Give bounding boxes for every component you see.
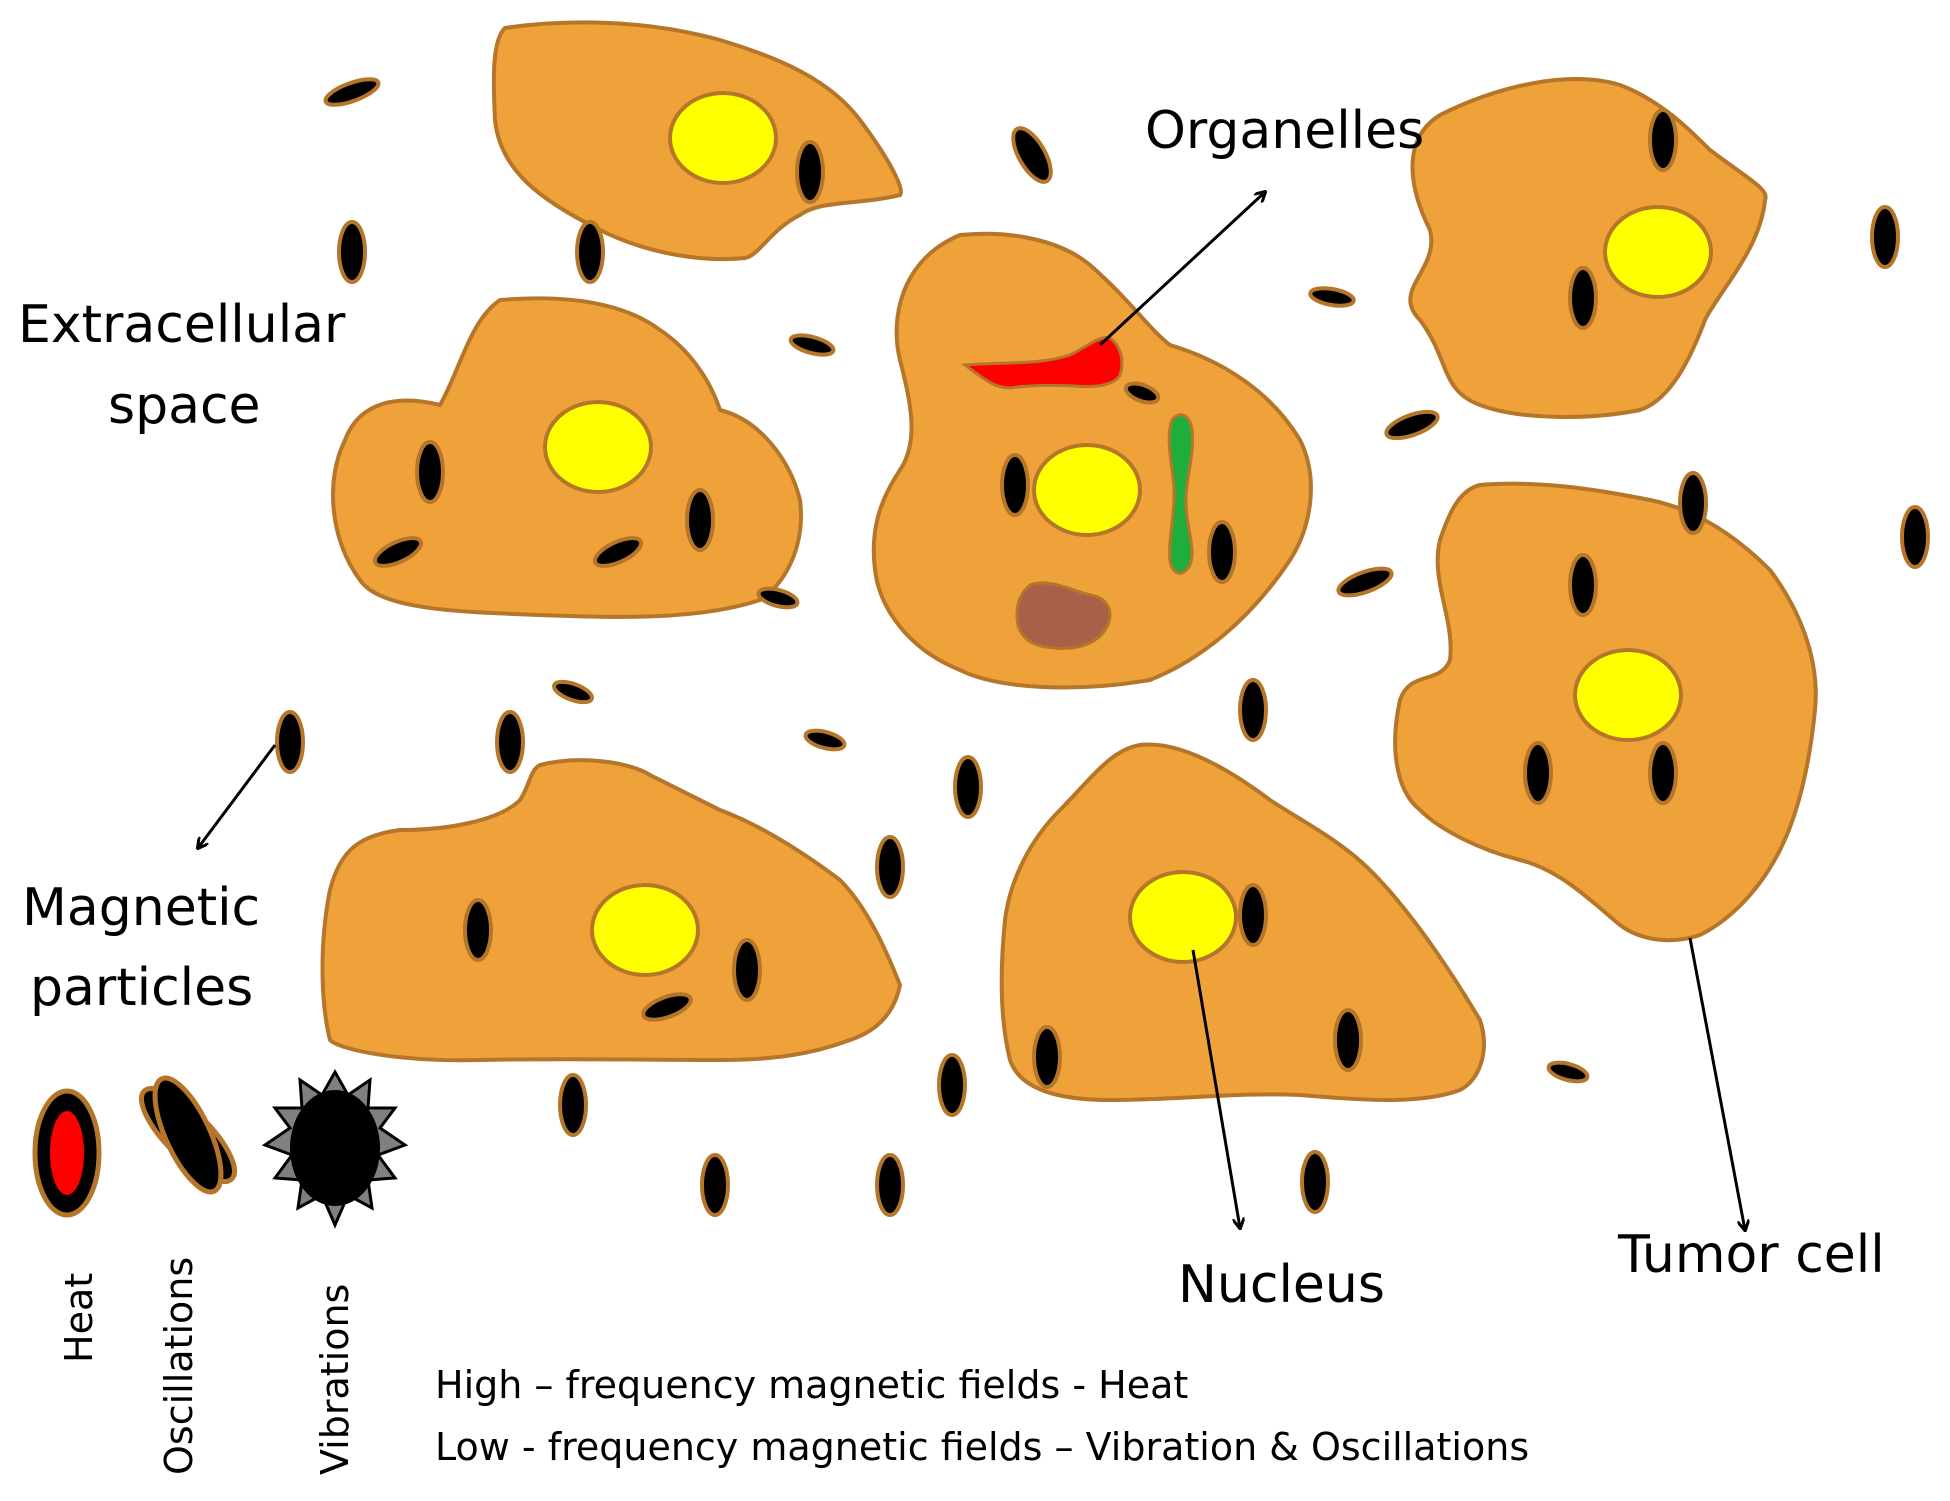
magnetic-particle	[685, 488, 715, 552]
magnetic-particle	[875, 835, 905, 899]
magnetic-particle	[1207, 520, 1237, 584]
magnetic-particle	[552, 679, 594, 705]
magnetic-particle	[275, 710, 305, 774]
note-low-frequency: Low - frequency magnetic fields – Vibrat…	[435, 1425, 1529, 1469]
magnetic-particle	[1336, 566, 1394, 598]
tumor-cell-arrow	[1688, 937, 1745, 1230]
nucleus	[668, 91, 778, 185]
magnetic-particle	[415, 440, 445, 504]
nuclei	[543, 91, 1713, 977]
magnetic-particle	[372, 536, 424, 568]
nucleus	[1603, 205, 1713, 299]
organelle-brown	[1015, 581, 1112, 650]
magnetic-particle	[1011, 126, 1053, 184]
note-high-frequency: High – frequency magnetic fields - Heat	[435, 1363, 1188, 1407]
pointer-arrows	[198, 192, 1745, 1230]
nucleus	[1128, 870, 1238, 964]
vibrations-icon	[261, 1068, 409, 1229]
oscillations-icon	[138, 1075, 238, 1195]
legend: Heat Oscillations Vibrations	[32, 1068, 409, 1475]
magnetic-particle	[1300, 1150, 1330, 1214]
magnetic-particle	[1384, 409, 1440, 441]
magnetic-particle	[1648, 108, 1678, 172]
organelles-group	[960, 335, 1195, 650]
organelles-arrow	[1098, 192, 1265, 347]
magnetic-particle	[732, 938, 762, 1002]
magnetic-particles-arrow	[198, 744, 277, 848]
magnetic-particle	[592, 536, 644, 568]
magnetic-particle	[953, 755, 983, 819]
magnetic-particles	[275, 77, 1930, 1217]
nucleus	[590, 883, 700, 977]
magnetic-particle	[463, 898, 493, 962]
labels: Organelles Extracellular space Magnetic …	[18, 101, 1885, 1315]
magnetic-particle	[323, 77, 381, 107]
magnetic-particle	[1123, 381, 1161, 405]
label-nucleus: Nucleus	[1178, 1255, 1385, 1315]
magnetic-particle	[937, 1053, 967, 1117]
organelle-red	[960, 335, 1124, 390]
organelle-green	[1167, 413, 1195, 575]
heat-icon	[32, 1088, 102, 1218]
nucleus-arrow	[1191, 949, 1240, 1228]
magnetic-particle	[1900, 505, 1930, 569]
magnetic-particle	[1523, 741, 1553, 805]
legend-vibrations-label: Vibrations	[313, 1284, 357, 1475]
magnetic-particle	[1333, 1008, 1363, 1072]
magnetic-particle	[1238, 883, 1268, 947]
label-magnetic: Magnetic	[22, 878, 260, 938]
magnetic-particle	[803, 728, 847, 752]
magnetic-particle	[641, 992, 693, 1022]
label-space: space	[108, 376, 261, 436]
magnetic-particle	[1308, 286, 1356, 308]
nucleus	[1032, 443, 1142, 537]
magnetic-particle	[1648, 741, 1678, 805]
legend-heat-label: Heat	[57, 1273, 101, 1363]
magnetic-particle	[756, 586, 800, 610]
magnetic-particle	[795, 140, 825, 204]
label-extracellular: Extracellular	[18, 295, 346, 355]
magnetic-particle	[788, 333, 836, 357]
label-organelles: Organelles	[1145, 101, 1424, 161]
magnetic-particle	[558, 1073, 588, 1137]
magnetic-particle	[1678, 471, 1708, 535]
field-notes: High – frequency magnetic fields - Heat …	[435, 1363, 1529, 1469]
magnetic-particle	[1032, 1025, 1062, 1089]
nucleus	[543, 400, 653, 494]
magnetic-particle	[337, 220, 367, 284]
label-tumor-cell: Tumor cell	[1617, 1225, 1885, 1285]
magnetic-particle	[1568, 553, 1598, 617]
magnetic-particle	[1870, 205, 1900, 269]
magnetic-particle	[495, 710, 525, 774]
magnetic-particle	[575, 220, 605, 284]
magnetic-particle	[1238, 678, 1268, 742]
label-particles: particles	[30, 958, 253, 1018]
magnetic-particle	[1546, 1060, 1590, 1084]
legend-oscillations-label: Oscillations	[157, 1257, 201, 1475]
tumor-cell-top-right	[1408, 77, 1768, 419]
magnetic-particle	[875, 1153, 905, 1217]
magnetic-particle	[1000, 453, 1030, 517]
magnetic-particle	[700, 1153, 730, 1217]
nucleus	[1573, 648, 1683, 742]
magnetic-particle	[1568, 266, 1598, 330]
